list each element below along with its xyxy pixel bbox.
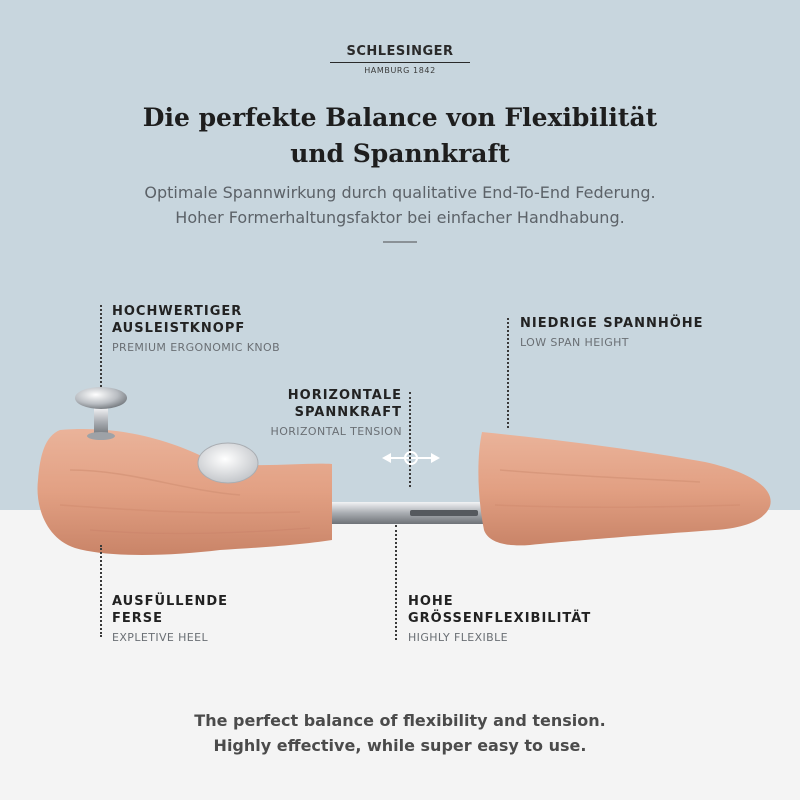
- headline-line-2: und Spannkraft: [290, 139, 510, 168]
- headline-line-1: Die perfekte Balance von Flexibilität: [142, 103, 658, 132]
- background-top: [0, 0, 800, 510]
- knob-connector-line: [100, 305, 102, 387]
- subheadline-line-2: Hoher Formerhaltungsfaktor bei einfacher…: [175, 208, 625, 227]
- knob-stem: [94, 408, 108, 436]
- footer-tagline: The perfect balance of flexibility and t…: [40, 708, 760, 758]
- feature-span-height-title: NIEDRIGE SPANNHÖHE: [520, 316, 704, 331]
- footer-line-1: The perfect balance of flexibility and t…: [194, 711, 606, 730]
- feature-span-height: NIEDRIGE SPANNHÖHE LOW SPAN HEIGHT: [520, 315, 704, 350]
- feature-heel-subtitle: EXPLETIVE HEEL: [112, 631, 209, 644]
- subheadline: Optimale Spannwirkung durch qualitative …: [40, 180, 760, 230]
- toe-block: [478, 432, 771, 546]
- heel-connector-line: [100, 545, 102, 637]
- feature-tension-subtitle: HORIZONTAL TENSION: [270, 425, 402, 438]
- spring-rod: [325, 502, 490, 524]
- spring-rod-slot: [410, 510, 478, 516]
- feature-knob-subtitle: PREMIUM ERGONOMIC KNOB: [112, 341, 281, 354]
- headline: Die perfekte Balance von Flexibilität un…: [60, 100, 740, 172]
- feature-heel-title-2: FERSE: [112, 611, 164, 626]
- flexible-connector-line: [395, 525, 397, 640]
- knob-base: [87, 432, 115, 440]
- brand-name: SCHLESINGER: [330, 44, 470, 63]
- feature-knob-title-1: HOCHWERTIGER: [112, 304, 243, 319]
- brand-tagline: HAMBURG 1842: [364, 66, 436, 75]
- feature-heel: AUSFÜLLENDE FERSE EXPLETIVE HEEL: [112, 593, 228, 645]
- feature-heel-title-1: AUSFÜLLENDE: [112, 594, 229, 609]
- feature-tension-title-2: SPANNKRAFT: [294, 405, 402, 420]
- subheadline-line-1: Optimale Spannwirkung durch qualitative …: [144, 183, 656, 202]
- footer-line-2: Highly effective, while super easy to us…: [213, 736, 587, 755]
- feature-flexible-title-1: HOHE: [408, 594, 454, 609]
- double-arrow-icon: [382, 451, 440, 465]
- feature-knob: HOCHWERTIGER AUSLEISTKNOPF PREMIUM ERGON…: [112, 303, 280, 355]
- brand-plate: [197, 442, 259, 484]
- span-height-connector-line: [507, 318, 509, 428]
- feature-tension-title-1: HORIZONTALE: [287, 388, 402, 403]
- feature-flexible-title-2: GRÖSSENFLEXIBILITÄT: [408, 611, 592, 626]
- feature-flexible: HOHE GRÖSSENFLEXIBILITÄT HIGHLY FLEXIBLE: [408, 593, 591, 645]
- knob-head: [75, 387, 127, 409]
- heel-block: [37, 429, 332, 555]
- brand-logo: SCHLESINGER HAMBURG 1842: [330, 44, 470, 75]
- feature-span-height-subtitle: LOW SPAN HEIGHT: [520, 336, 629, 349]
- feature-flexible-subtitle: HIGHLY FLEXIBLE: [408, 631, 509, 644]
- tension-connector-line: [409, 392, 411, 487]
- background-bottom: [0, 510, 800, 800]
- feature-knob-title-2: AUSLEISTKNOPF: [112, 321, 246, 336]
- section-divider: [383, 241, 417, 243]
- feature-tension: HORIZONTALE SPANNKRAFT HORIZONTAL TENSIO…: [230, 387, 402, 439]
